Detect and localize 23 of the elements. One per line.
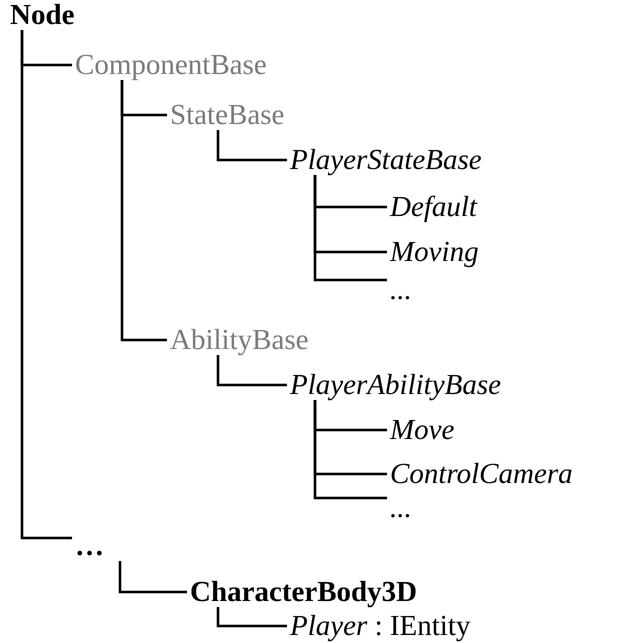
tree-node-label: StateBase	[170, 100, 284, 130]
tree-connector	[20, 30, 72, 540]
tree-node-label: CharacterBody3D	[190, 577, 418, 607]
tree-node-label: Player : IEntity	[290, 611, 470, 641]
tree-connector	[216, 607, 287, 628]
tree-node-label: AbilityBase	[170, 325, 309, 355]
tree-node-label: ControlCamera	[390, 459, 573, 489]
tree-connector	[314, 400, 387, 500]
tree-node-label: PlayerAbilityBase	[290, 370, 501, 400]
tree-connector	[216, 355, 287, 386]
tree-node-label: PlayerStateBase	[290, 145, 482, 175]
tree-node-label: Move	[390, 415, 454, 445]
tree-node-label: Node	[10, 0, 74, 30]
tree-node-label: ComponentBase	[75, 50, 267, 80]
tree-node-label: ...	[390, 275, 412, 305]
tree-connector	[120, 80, 167, 342]
tree-node-label: Moving	[390, 237, 479, 267]
tree-connector	[216, 130, 287, 162]
tree-connector	[118, 561, 187, 594]
tree-node-label: …	[75, 531, 104, 561]
tree-node-label: ...	[390, 493, 412, 523]
tree-node-label: Default	[390, 192, 477, 222]
tree-connector	[314, 175, 387, 282]
